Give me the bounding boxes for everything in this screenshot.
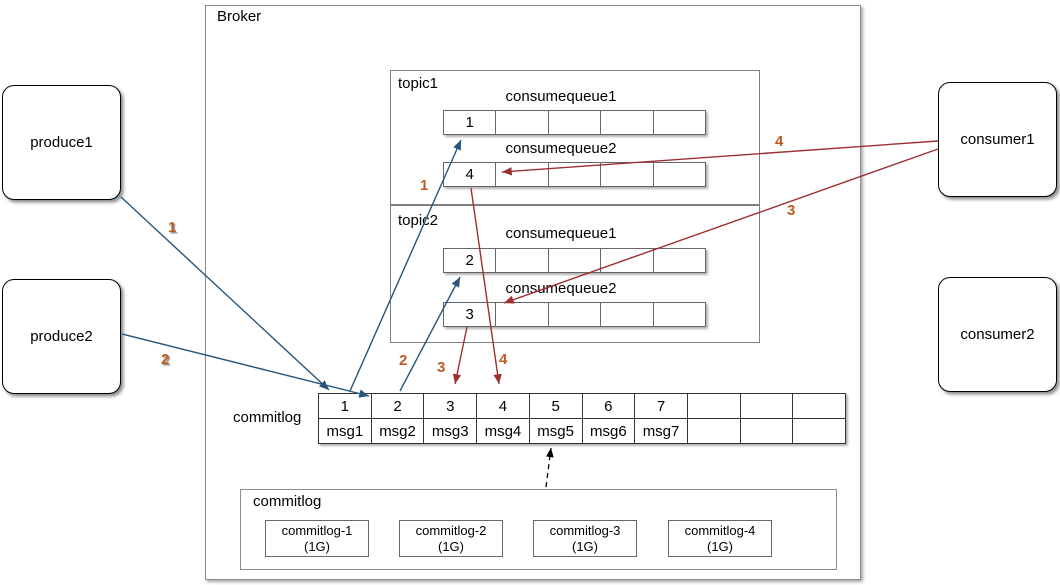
- queue-cell: 1: [444, 111, 496, 134]
- commitlog-label: commitlog: [233, 409, 302, 426]
- queue-cell: [653, 303, 705, 326]
- consumer-label: consumer2: [960, 326, 1035, 343]
- queue-cell: [548, 303, 601, 326]
- commitlog-file-size: (1G): [572, 538, 598, 554]
- commitlog-offset-cell: 6: [582, 394, 635, 418]
- queue-cell: [496, 163, 548, 186]
- topic1-consumequeue2-label: consumequeue2: [505, 140, 617, 157]
- queue-cell: [601, 249, 653, 272]
- commitlog-offset-cell: 4: [477, 394, 529, 418]
- topic1-consumequeue1-row: 1: [443, 110, 706, 135]
- producer-node-produce1: produce1: [2, 85, 121, 200]
- consumer-label: consumer1: [960, 131, 1035, 148]
- commitlog-msg-cell: [793, 419, 845, 443]
- commitlog-table: 1 2 3 4 5 6 7 msg1 msg2 msg3 msg4 msg5 m…: [318, 393, 846, 444]
- queue-cell: [548, 249, 601, 272]
- commitlog-offset-cell: [740, 394, 793, 418]
- commitlog-offset-cell: 3: [424, 394, 477, 418]
- commitlog-file-name: commitlog-2: [415, 522, 487, 538]
- step-label-produce2: 2: [161, 351, 170, 368]
- commitlog-offset-cell: 2: [371, 394, 424, 418]
- commitlog-file-size: (1G): [707, 538, 733, 554]
- commitlog-file-size: (1G): [304, 538, 330, 554]
- commitlog-msg-cell: msg3: [424, 419, 477, 443]
- queue-cell: 4: [444, 163, 496, 186]
- commitlog-msg-cell: msg4: [477, 419, 529, 443]
- step-label-dispatch2: 2: [399, 352, 408, 369]
- broker-title: Broker: [217, 8, 262, 25]
- queue-cell: [496, 303, 548, 326]
- topic2-consumequeue2-label: consumequeue2: [505, 280, 617, 297]
- topic2-consumequeue1-row: 2: [443, 248, 706, 273]
- commitlog-file-name: commitlog-1: [281, 522, 353, 538]
- step-label-fetch4: 4: [499, 351, 508, 368]
- commitlog-offset-cell: 5: [529, 394, 582, 418]
- step-label-consume4: 4: [775, 133, 784, 150]
- commitlog-msg-cell: msg1: [319, 419, 371, 443]
- commitlog-file-1: commitlog-1 (1G): [265, 520, 369, 557]
- queue-cell: [601, 163, 653, 186]
- topic1-consumequeue2-row: 4: [443, 162, 706, 187]
- consumer-node-consumer1: consumer1: [938, 82, 1057, 197]
- commitlog-file-name: commitlog-4: [684, 522, 756, 538]
- commitlog-msg-cell: msg2: [371, 419, 424, 443]
- commitlog-offset-cell: [793, 394, 845, 418]
- queue-cell: [601, 303, 653, 326]
- queue-cell: [548, 163, 601, 186]
- queue-cell: [496, 249, 548, 272]
- queue-cell: [548, 111, 601, 134]
- commitlog-files-label: commitlog: [253, 493, 322, 510]
- step-label-dispatch1: 1: [420, 177, 429, 194]
- step-label-consume3: 3: [787, 202, 796, 219]
- commitlog-file-2: commitlog-2 (1G): [399, 520, 503, 557]
- topic2-consumequeue1-label: consumequeue1: [505, 225, 617, 242]
- commitlog-offset-cell: 7: [635, 394, 687, 418]
- step-label-fetch3: 3: [437, 359, 446, 376]
- queue-cell: [653, 163, 705, 186]
- commitlog-msg-cell: msg5: [529, 419, 582, 443]
- commitlog-msg-cell: [687, 419, 740, 443]
- commitlog-offset-cell: [687, 394, 740, 418]
- queue-cell: 3: [444, 303, 496, 326]
- queue-cell: [496, 111, 548, 134]
- queue-cell: 2: [444, 249, 496, 272]
- producer-label: produce1: [30, 134, 93, 151]
- queue-cell: [653, 111, 705, 134]
- commitlog-file-name: commitlog-3: [549, 522, 621, 538]
- commitlog-file-3: commitlog-3 (1G): [533, 520, 637, 557]
- queue-cell: [653, 249, 705, 272]
- queue-cell: [601, 111, 653, 134]
- commitlog-msg-cell: [740, 419, 793, 443]
- commitlog-file-size: (1G): [438, 538, 464, 554]
- commitlog-offset-cell: 1: [319, 394, 371, 418]
- topic2-consumequeue2-row: 3: [443, 302, 706, 327]
- commitlog-msg-cell: msg7: [635, 419, 687, 443]
- producer-node-produce2: produce2: [2, 279, 121, 394]
- step-label-produce1: 1: [168, 219, 177, 236]
- producer-label: produce2: [30, 328, 93, 345]
- topic1-label: topic1: [398, 75, 439, 92]
- consumer-node-consumer2: consumer2: [938, 277, 1057, 392]
- commitlog-file-4: commitlog-4 (1G): [668, 520, 772, 557]
- commitlog-msg-cell: msg6: [582, 419, 635, 443]
- topic1-consumequeue1-label: consumequeue1: [505, 88, 617, 105]
